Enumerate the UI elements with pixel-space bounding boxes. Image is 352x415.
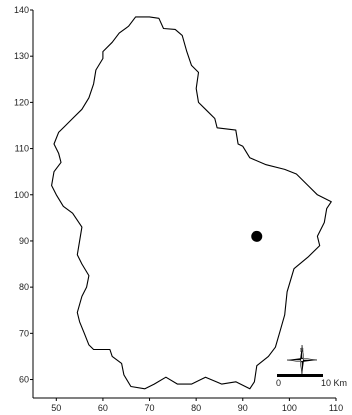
y-axis-tick-label: 80: [19, 282, 29, 292]
y-axis-tick-label: 140: [14, 5, 29, 15]
scale-bar: [277, 374, 323, 377]
scale-bar-end-label: 10 Km: [321, 378, 347, 388]
north-arrow-label: N: [300, 348, 304, 354]
y-axis-tick-label: 120: [14, 97, 29, 107]
x-axis-tick-label: 110: [329, 403, 343, 413]
location-marker-point: [251, 230, 263, 242]
country-border-outline: [51, 16, 332, 390]
x-axis-tick-label: 90: [238, 403, 248, 413]
y-axis-tick-label: 100: [14, 190, 29, 200]
scale-bar-start-label: 0: [276, 378, 281, 388]
x-axis-tick-label: 80: [191, 403, 201, 413]
y-axis-tick-label: 70: [19, 328, 29, 338]
x-axis-tick-label: 50: [51, 403, 61, 413]
x-axis-tick-label: 60: [98, 403, 108, 413]
x-axis-tick-label: 100: [282, 403, 297, 413]
y-axis-tick-label: 130: [14, 51, 29, 61]
y-axis-tick-label: 90: [19, 236, 29, 246]
y-axis-tick-label: 60: [19, 375, 29, 385]
north-arrow-icon: N: [286, 344, 318, 376]
x-axis-tick-label: 70: [145, 403, 155, 413]
y-axis-tick-label: 110: [15, 144, 29, 154]
